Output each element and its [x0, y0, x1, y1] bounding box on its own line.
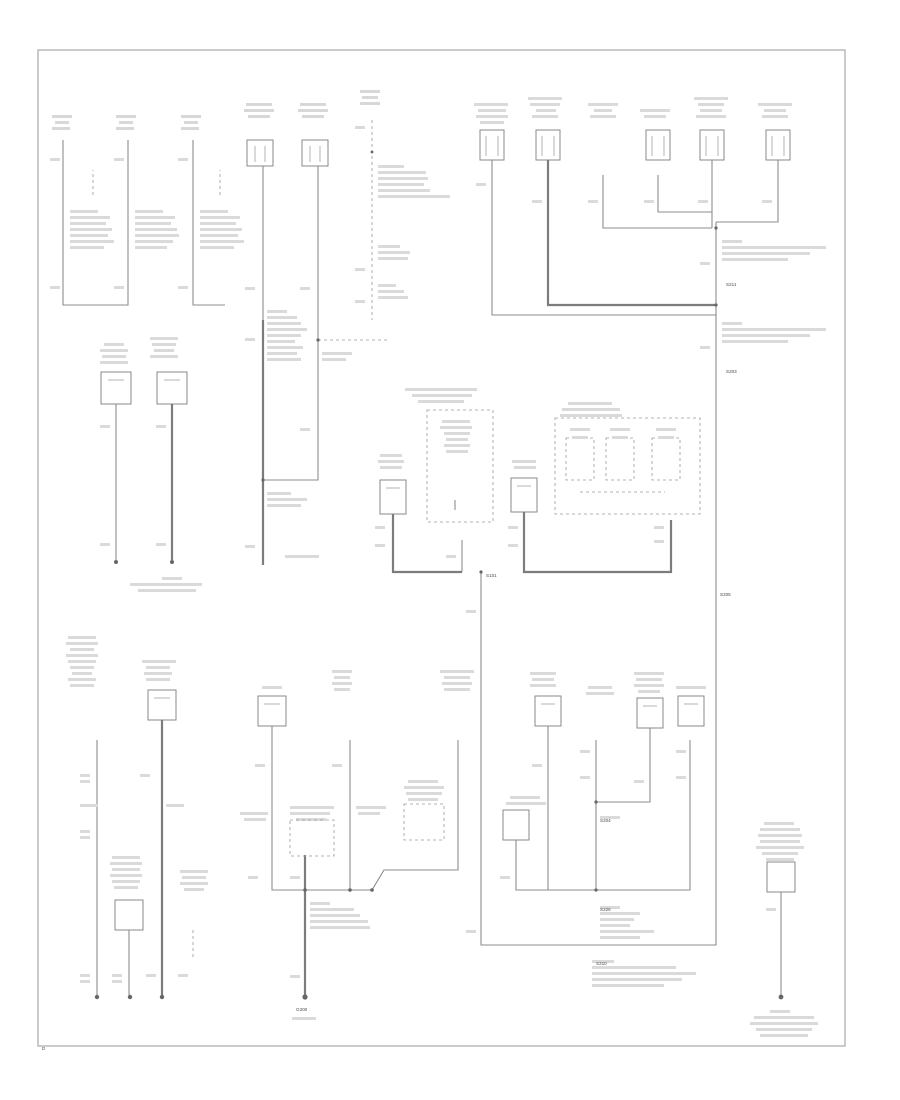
- module-connector-c: [479, 129, 505, 161]
- bottom-right-components: S204 S226 S210: [500, 672, 818, 1037]
- component-connector-b: [510, 477, 538, 513]
- sensor-connector-a: [100, 371, 132, 405]
- component-connector-d: [114, 899, 144, 931]
- splice-label-s101: S101: [486, 573, 497, 578]
- splice-label-s204: S204: [600, 818, 611, 823]
- component-connector-i: [502, 809, 530, 841]
- component-connector-f: [534, 695, 562, 727]
- splice-label-s205: S205: [720, 592, 731, 597]
- module-dashed-boundary-b: [554, 417, 701, 515]
- splice-label-s203: S203: [726, 369, 737, 374]
- ground-label-g200: G200: [296, 1007, 308, 1012]
- module-connector-d: [535, 129, 561, 161]
- component-connector-j: [766, 861, 796, 893]
- page-code: D: [42, 1046, 46, 1051]
- bottom-center-components: G200: [240, 670, 474, 1020]
- top-right-components: S211 S203: [474, 97, 826, 590]
- module-connector-f: [699, 129, 725, 161]
- component-connector-c: [147, 689, 177, 721]
- top-left-components: [50, 90, 450, 565]
- component-connector-h: [677, 695, 705, 727]
- bottom-left-components: [66, 636, 208, 1000]
- module-dashed-boundary-a: [426, 409, 494, 523]
- module-connector-a: [246, 139, 274, 167]
- component-connector-g: [636, 697, 664, 729]
- diagram-frame: [37, 49, 846, 1047]
- left-mid-sensors: [100, 337, 202, 592]
- module-connector-b: [301, 139, 329, 167]
- module-connector-e: [645, 129, 671, 161]
- component-connector-e: [257, 695, 287, 727]
- splice-label-s210: S210: [596, 961, 607, 966]
- component-connector-a: [379, 479, 407, 515]
- splice-label-s211: S211: [726, 282, 737, 287]
- module-connector-g: [765, 129, 791, 161]
- sensor-connector-b: [156, 371, 188, 405]
- center-components: S101: [375, 388, 717, 946]
- splice-label-s226: S226: [600, 907, 611, 912]
